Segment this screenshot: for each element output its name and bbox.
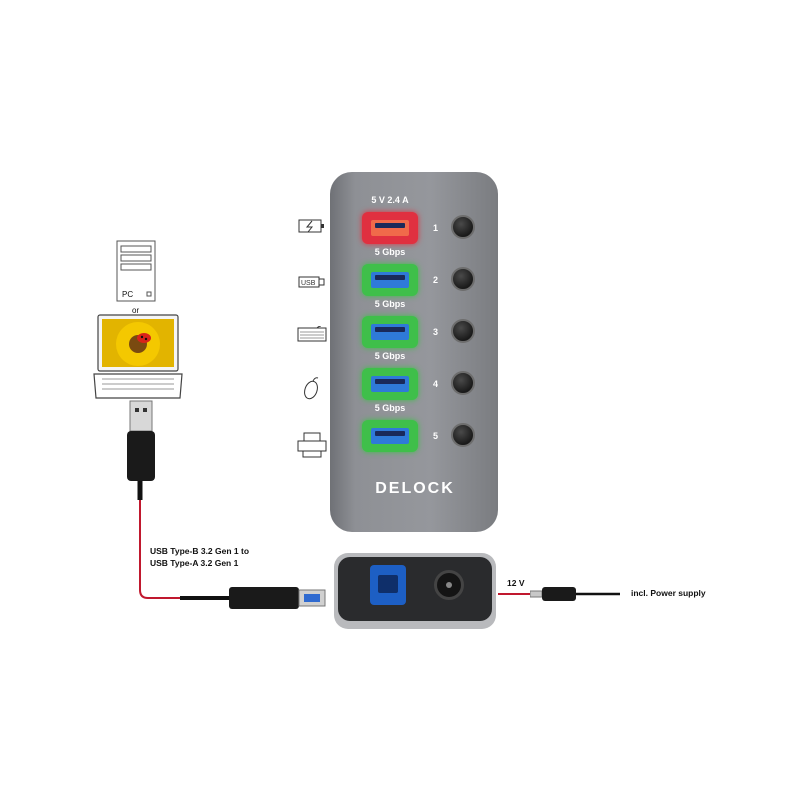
- usb-a-port-3[interactable]: [362, 316, 418, 348]
- port-number: 2: [433, 275, 439, 285]
- mouse-icon: [301, 376, 321, 400]
- printer-icon: [297, 432, 327, 458]
- usb-a-port-2[interactable]: [362, 264, 418, 296]
- port-number: 4: [433, 379, 439, 389]
- laptop-icon: [92, 314, 184, 400]
- port-4-switch-button[interactable]: [451, 371, 475, 395]
- port-1-switch-button[interactable]: [451, 215, 475, 239]
- usb-a-port-4[interactable]: [362, 368, 418, 400]
- or-label: or: [132, 306, 140, 315]
- port-rating-label: 5 Gbps: [374, 247, 406, 257]
- port-3-switch-button[interactable]: [451, 319, 475, 343]
- voltage-label: 12 V: [507, 578, 525, 588]
- usb-stick-icon: USB: [298, 275, 326, 288]
- port-rating-label: 5 Gbps: [374, 351, 406, 361]
- power-supply-label: incl. Power supply: [631, 588, 706, 598]
- charging-battery-icon: [298, 218, 326, 234]
- port-number: 1: [433, 223, 439, 233]
- port-rating-label: 5 Gbps: [374, 299, 406, 309]
- usb-b-port[interactable]: [370, 565, 406, 605]
- usb-a-connector: [126, 400, 156, 482]
- usb-a-port-5[interactable]: [362, 420, 418, 452]
- port-5-switch-button[interactable]: [451, 423, 475, 447]
- usb-a-port-1[interactable]: [362, 212, 418, 244]
- svg-text:USB: USB: [301, 280, 316, 287]
- port-rating-label: 5 V 2.4 A: [371, 195, 409, 205]
- hub-rear-panel: [334, 553, 496, 629]
- port-2-switch-button[interactable]: [451, 267, 475, 291]
- pc-tower-icon: [116, 240, 156, 302]
- usb-b-connector: [228, 584, 328, 612]
- cable-spec-line1: USB Type-B 3.2 Gen 1 to: [150, 546, 250, 556]
- keyboard-icon: [297, 325, 327, 342]
- port-number: 3: [433, 327, 439, 337]
- pc-label: PC: [122, 290, 134, 299]
- cable-spec-line2: USB Type-A 3.2 Gen 1: [150, 558, 239, 568]
- dc-power-jack[interactable]: [434, 570, 464, 600]
- port-number: 5: [433, 431, 439, 441]
- brand-logo: DELOCK: [375, 480, 455, 497]
- port-rating-label: 5 Gbps: [374, 403, 406, 413]
- dc-plug: [529, 586, 578, 602]
